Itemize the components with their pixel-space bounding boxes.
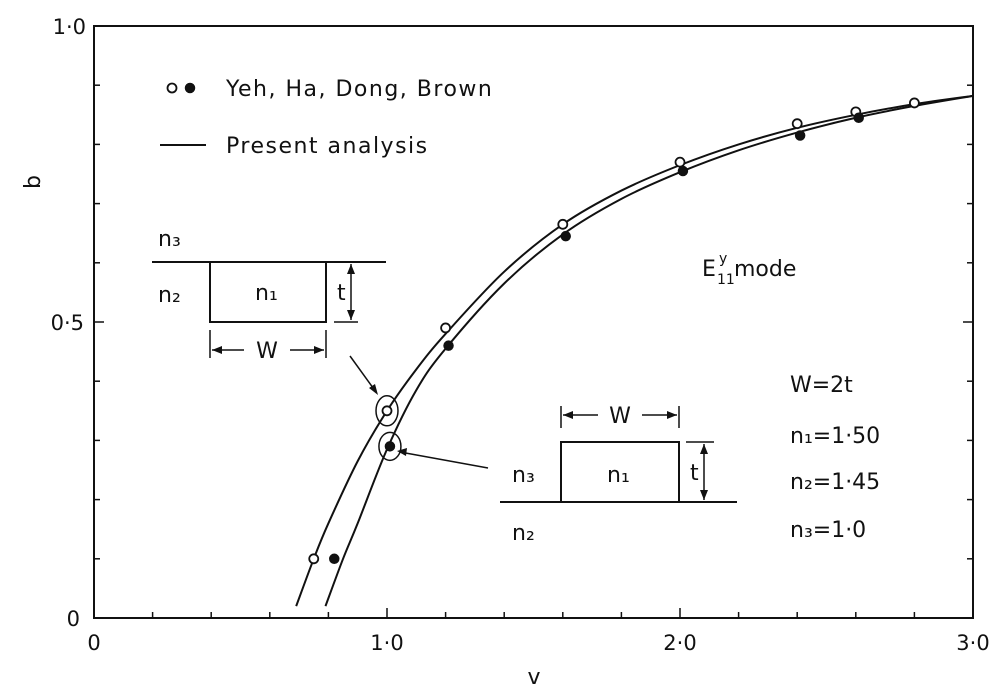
diagram-top-n1: n₁ [255,281,278,306]
diagram-top-t: t [337,281,346,306]
legend-open-circle-icon [166,82,178,94]
legend-entry-0: Yeh, Ha, Dong, Brown [225,77,493,102]
svg-text:11: 11 [717,272,735,288]
point-filled-1 [384,441,396,452]
legend-filled-circle-icon [184,82,196,94]
curve-0 [295,94,974,607]
point-filled-0 [329,553,340,565]
y-tick-label-2: 1·0 [53,15,86,39]
point-open-3 [557,218,569,230]
curve-1 [324,94,974,607]
param-w: W=2t [790,373,853,398]
diagram-bottom: W n₁ n₃ n₂ t [397,404,737,546]
x-tick-label-3: 3·0 [956,631,989,655]
point-open-5 [791,118,803,130]
svg-text:y: y [719,251,727,267]
y-tick-label-1: 0·5 [51,311,84,335]
x-tick-label-0: 0 [87,631,100,655]
diagram-bottom-n3: n₃ [512,463,535,488]
point-filled-3 [560,230,571,242]
y-tick-label-0: 0 [67,607,80,631]
point-open-1 [381,405,393,417]
param-n1: n₁=1·50 [790,424,880,449]
diagram-top-n2: n₂ [158,283,181,308]
param-n2: n₂=1·45 [790,470,880,495]
y-axis-label: b [21,175,46,189]
point-open-0 [308,553,320,565]
diagram-bottom-n1: n₁ [607,463,630,488]
diagram-top-n3: n₃ [158,227,181,252]
diagram-bottom-n2: n₂ [512,521,535,546]
point-filled-2 [443,340,454,351]
point-open-2 [440,322,452,334]
curves [295,94,974,607]
point-filled-5 [794,130,806,141]
x-tick-label-2: 2·0 [663,631,696,655]
point-filled-4 [677,165,689,177]
diagram-top: n₃ n₂ n₁ t W [152,227,386,395]
point-open-4 [674,156,686,168]
point-open-7 [909,97,920,109]
legend-entry-1: Present analysis [226,134,429,159]
diagram-bottom-w: W [609,404,631,429]
x-tick-label-1: 1·0 [370,631,403,655]
svg-text:mode: mode [734,257,796,282]
param-n3: n₃=1·0 [790,518,866,543]
mode-label: E y 11 mode [702,251,796,288]
legend: Yeh, Ha, Dong, Brown Present analysis [160,77,493,159]
diagram-bottom-t: t [690,461,699,486]
svg-text:E: E [702,257,716,282]
highlight-open [375,395,399,427]
x-axis-label: v [527,665,540,689]
data-points [308,97,920,565]
axis-ticks [93,25,974,619]
diagram-top-w: W [256,339,278,364]
highlight-filled [378,431,402,462]
point-filled-6 [853,112,864,124]
